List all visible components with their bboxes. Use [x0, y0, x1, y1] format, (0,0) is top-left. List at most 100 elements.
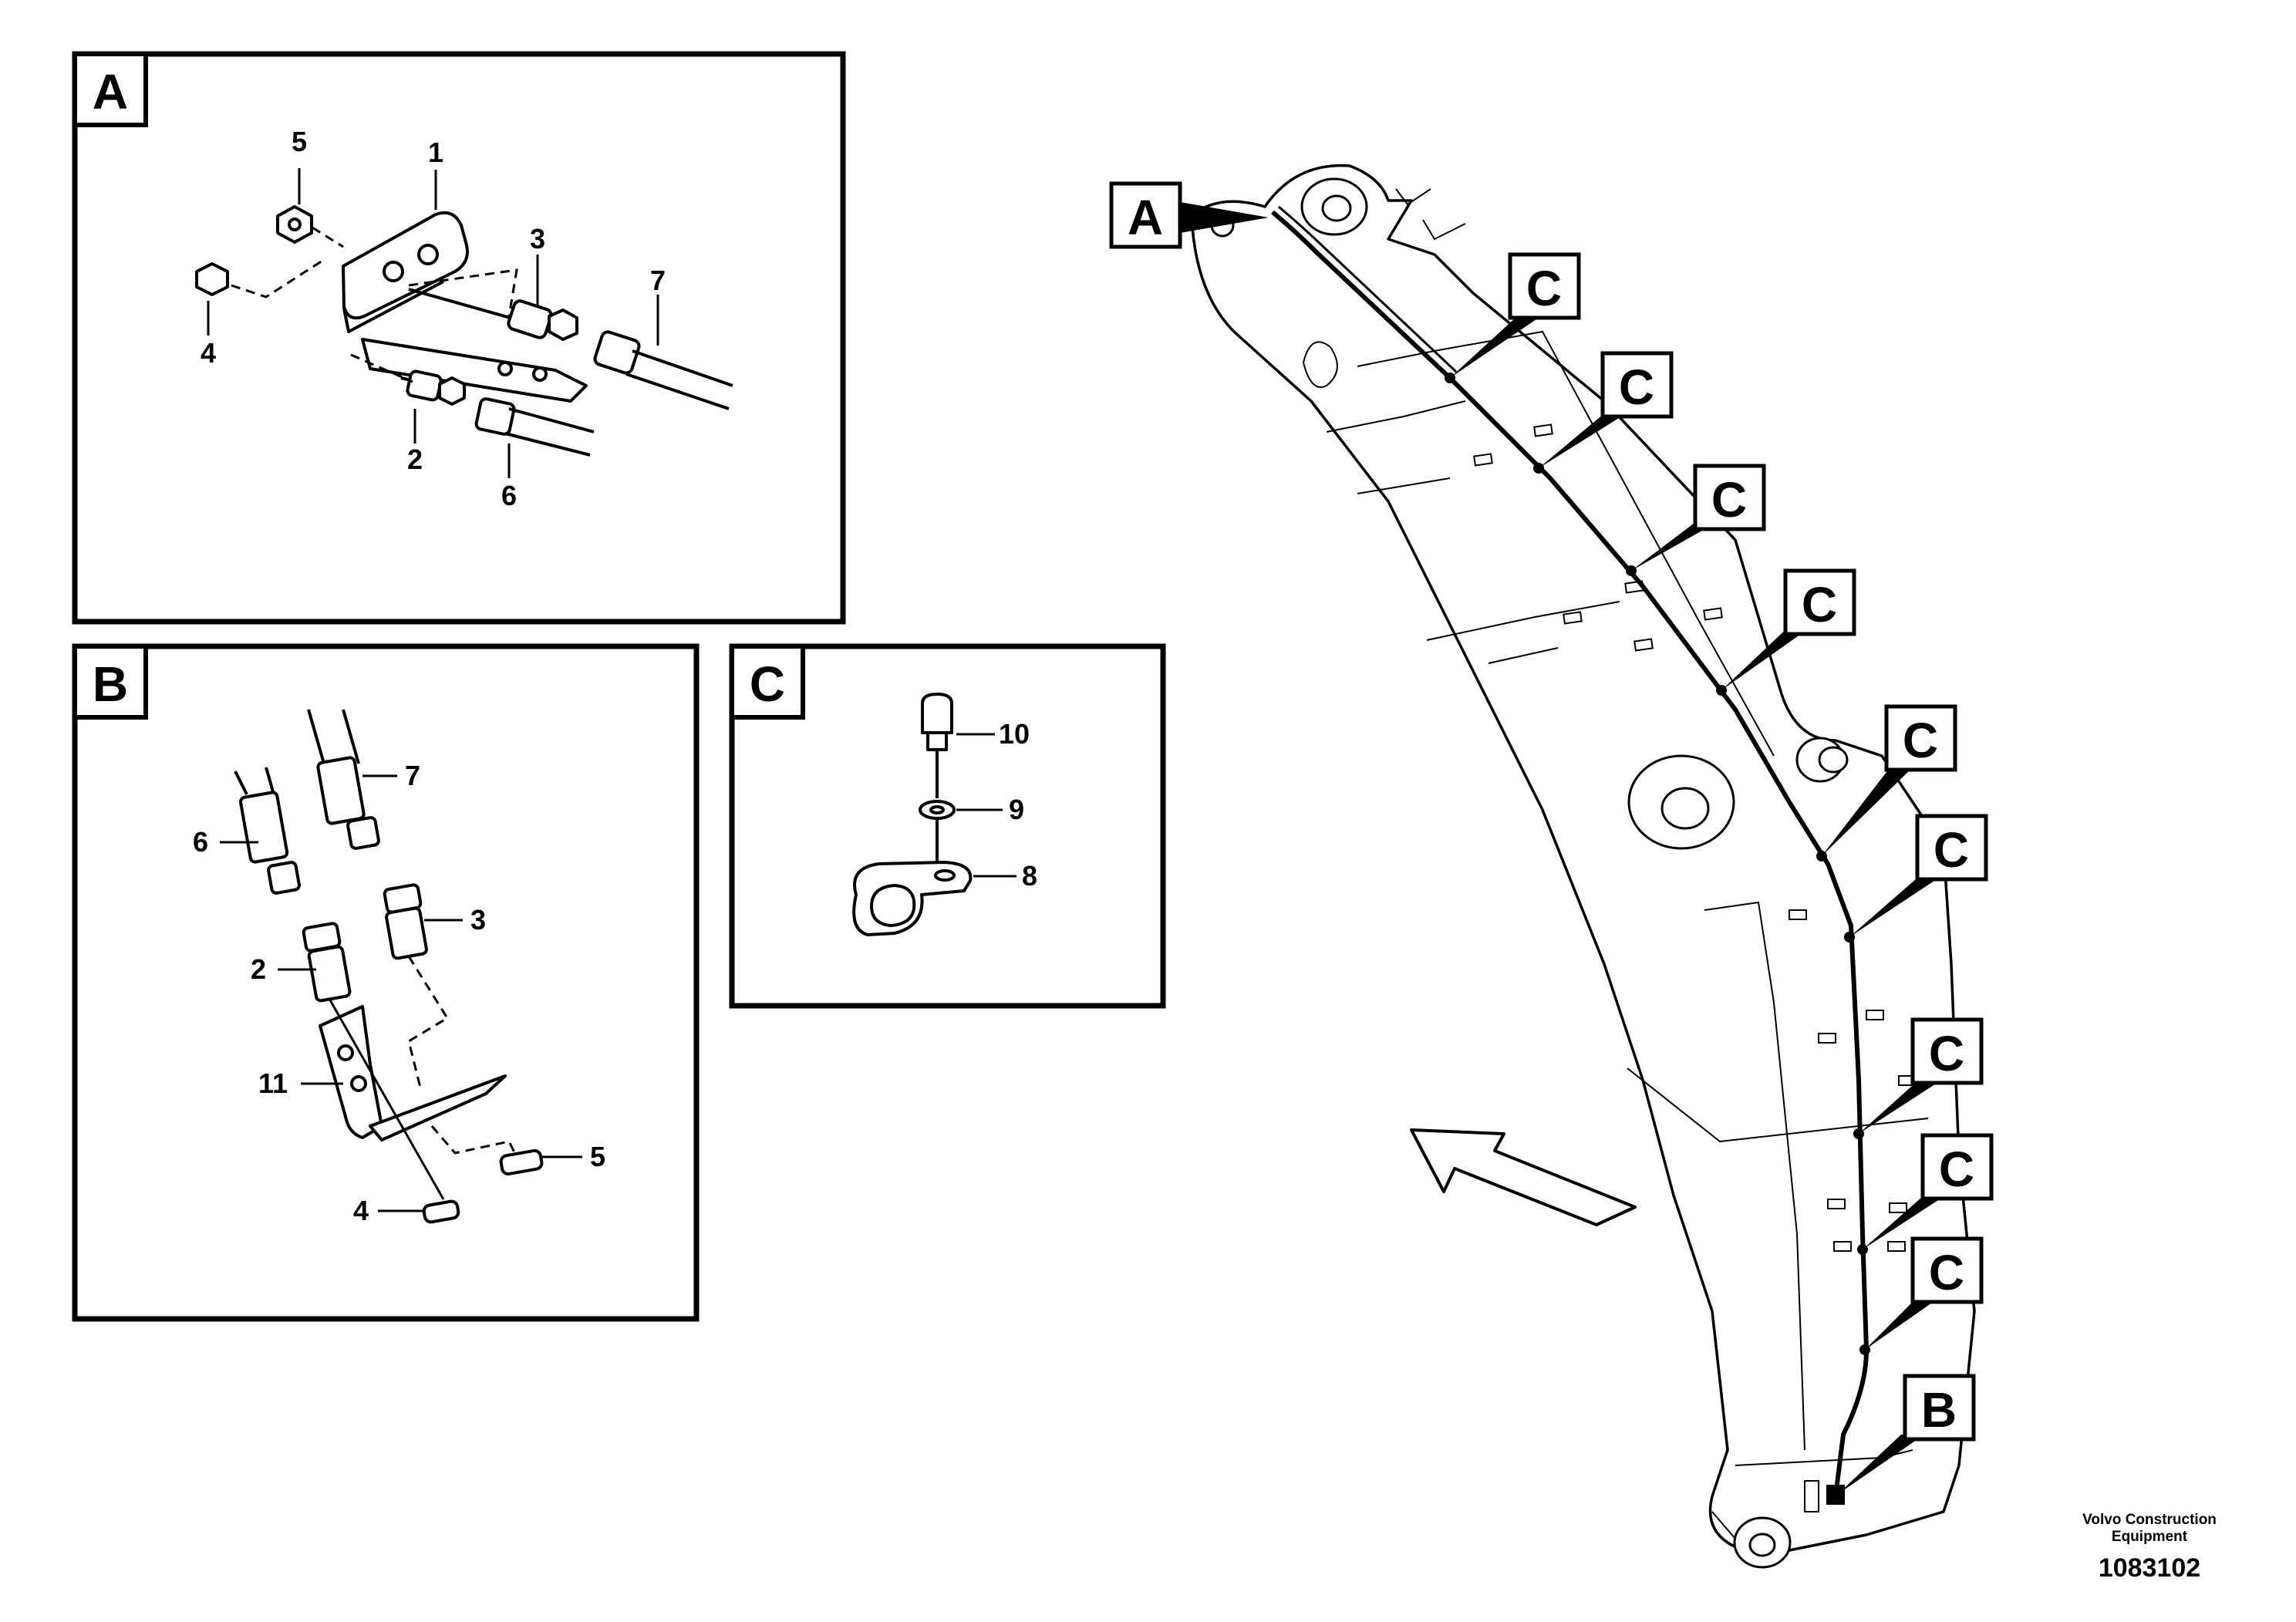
callouts: A C C C C: [1109, 181, 1994, 1495]
boom-cylinder-pin: [1660, 787, 1710, 830]
view-a-leader-lines: [207, 168, 659, 478]
part-number-3: 3: [470, 904, 486, 936]
bracket-hole: [383, 261, 404, 282]
callout-b: B: [1921, 1382, 1957, 1438]
callout-a-box: [1109, 181, 1182, 249]
view-c-tag-box: [730, 644, 805, 720]
bracket-part-11: [319, 1005, 383, 1139]
part-number-1: 1: [428, 137, 443, 168]
detail-view-b: B: [72, 643, 700, 1322]
part-number-6: 6: [501, 480, 517, 511]
part-number-10: 10: [999, 718, 1030, 750]
detail-view-a: A: [72, 51, 846, 625]
nut-part-5: [499, 1148, 544, 1176]
clamp-loop: [870, 884, 916, 927]
sensor-part-3: [507, 299, 553, 339]
connector-part-7: [316, 756, 366, 825]
view-b-frame: [72, 643, 700, 1322]
view-b-axis-lines: [328, 956, 518, 1200]
part-number-2: 2: [407, 443, 423, 475]
view-b-tag-box: [72, 644, 148, 720]
cable-6: [504, 432, 591, 457]
boom-top-pin: [1321, 194, 1352, 222]
connector-nut: [267, 861, 301, 895]
boom-mounting-tabs: [1473, 423, 1917, 1512]
boom-illustration: [1190, 164, 1976, 1569]
view-a-parts: [195, 205, 733, 457]
view-c-frame: [729, 643, 1166, 1009]
view-a-frame: [72, 51, 846, 625]
view-a-assembly-lines: [231, 226, 518, 383]
bracket-foot: [369, 1074, 507, 1141]
bolt-shank: [926, 731, 948, 751]
callout-c-5: C: [1903, 713, 1938, 768]
view-a-part-numbers: 5 1 3 7 4 2 6: [201, 126, 666, 511]
callout-c-8: C: [1939, 1141, 1974, 1197]
nut-hole: [288, 218, 302, 231]
callout-b-pointer: [1837, 1435, 1924, 1495]
view-c-tag: C: [750, 656, 785, 712]
view-a-tag: A: [93, 64, 128, 120]
direction-arrow-icon: [1410, 1128, 1637, 1226]
lower-plate-hole: [532, 366, 548, 382]
bracket-flange: [342, 280, 444, 333]
sensor-part-3: [385, 906, 428, 960]
part-number-4: 4: [201, 337, 216, 369]
view-a-tag-box: [72, 52, 148, 127]
callout-c-labels: C C C C C C C C C: [1526, 261, 1974, 1300]
part-number-3: 3: [530, 223, 545, 255]
washer-hole: [929, 805, 945, 814]
arm-cylinder-pin: [1818, 746, 1849, 774]
part-number-6: 6: [193, 826, 208, 858]
cable-7: [625, 373, 730, 410]
callout-c-1: C: [1526, 261, 1562, 316]
publisher-name: Volvo Construction Equipment: [2082, 1512, 2217, 1545]
view-b-part-numbers: 7 6 3 2 11 5 4: [193, 760, 605, 1226]
view-c-parts: [852, 693, 973, 936]
view-b-leader-lines: [220, 774, 582, 1212]
view-b-parts: [234, 709, 544, 1224]
cable-7: [632, 349, 733, 387]
nut-part-4: [422, 1199, 460, 1224]
boom-outline: [1190, 164, 1976, 1555]
bolt-part-10: [921, 693, 953, 734]
view-b-tag: B: [93, 656, 128, 712]
bracket-hole: [337, 1044, 354, 1061]
callout-a-pointer: [1180, 202, 1269, 233]
callout-c-9: C: [1929, 1245, 1964, 1300]
callout-c-pointers: [1450, 318, 1951, 1350]
part-number-7: 7: [405, 760, 420, 791]
sensor-part-2: [307, 945, 352, 1003]
boom-pivots: [1210, 177, 1849, 1569]
callout-c-2: C: [1619, 359, 1654, 415]
detail-view-c: C 10 9 8: [729, 643, 1166, 1009]
connector-part-7: [593, 330, 641, 375]
cable-7: [307, 709, 360, 764]
view-c-leader-lines: [956, 733, 1017, 878]
callout-c-7: C: [1929, 1026, 1964, 1081]
publisher-footer: Volvo Construction Equipment 1083102: [2072, 1512, 2227, 1583]
sensor-nut: [548, 309, 578, 341]
part-number-7: 7: [650, 265, 666, 296]
callout-a: A: [1128, 190, 1163, 245]
part-number-9: 9: [1009, 794, 1024, 825]
part-number-8: 8: [1022, 860, 1037, 892]
nut-part-4: [195, 262, 229, 296]
connector-part-6: [239, 791, 289, 864]
bracket-hole: [417, 244, 439, 265]
callout-c-3: C: [1711, 472, 1747, 528]
clamp-hole: [934, 869, 956, 882]
part-number-4: 4: [353, 1195, 369, 1226]
bracket-hole: [350, 1075, 367, 1092]
connector-part-6: [474, 397, 516, 436]
boom-nose-pin: [1748, 1533, 1776, 1557]
sensor-cable-route: [1271, 210, 1870, 1497]
sensor-part-2: [406, 369, 443, 402]
part-number-2: 2: [251, 953, 266, 985]
cable-6: [508, 407, 595, 433]
callout-c-boxes: [1508, 252, 1994, 1304]
part-number-5: 5: [292, 126, 307, 157]
callout-b-box: [1903, 1374, 1976, 1442]
bracket-plate-part-1: [342, 211, 469, 320]
